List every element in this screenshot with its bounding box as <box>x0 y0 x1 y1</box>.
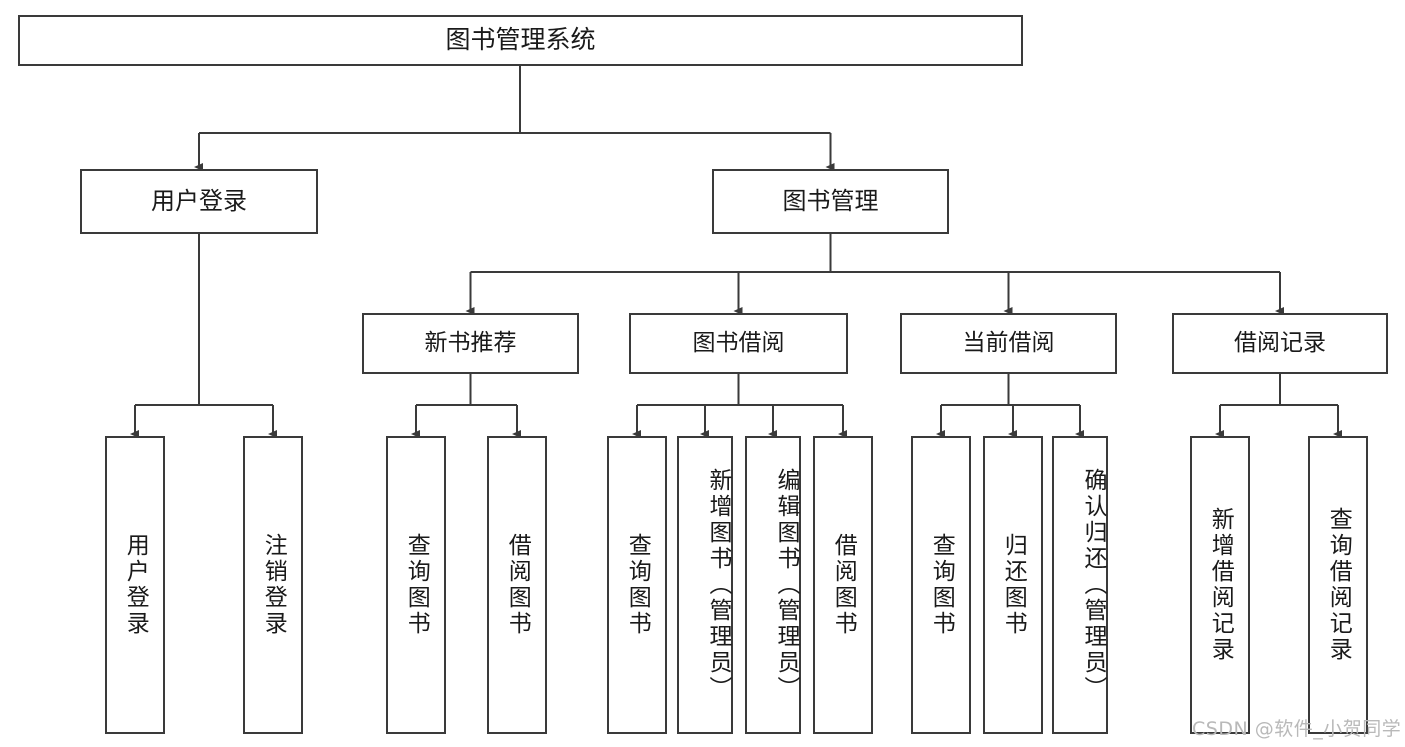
node-label: 借阅图书 <box>504 533 531 637</box>
node-label: 图书借阅 <box>692 330 785 357</box>
node-label: 查询图书 <box>928 533 955 637</box>
node-label: 借阅记录 <box>1234 330 1326 357</box>
node-label: 确认归还（管理员） <box>1080 468 1106 702</box>
node-level3-2[interactable]: 当前借阅 <box>900 313 1117 374</box>
node-leaf-11[interactable]: 新增借阅记录 <box>1190 436 1250 734</box>
node-label: 用户登录 <box>122 533 149 637</box>
node-level2-1[interactable]: 图书管理 <box>712 169 949 234</box>
node-leaf-7[interactable]: 借阅图书 <box>813 436 873 734</box>
node-leaf-9[interactable]: 归还图书 <box>983 436 1043 734</box>
node-level3-1[interactable]: 图书借阅 <box>629 313 848 374</box>
node-label: 新增图书（管理员） <box>705 468 731 702</box>
csdn-watermark: CSDN @软件_小贺同学 <box>1192 718 1402 740</box>
node-leaf-8[interactable]: 查询图书 <box>911 436 971 734</box>
node-label: 用户登录 <box>151 186 247 215</box>
node-leaf-6[interactable]: 编辑图书（管理员） <box>745 436 801 734</box>
node-label: 归还图书 <box>1000 533 1027 637</box>
node-level3-3[interactable]: 借阅记录 <box>1172 313 1388 374</box>
node-root[interactable]: 图书管理系统 <box>18 15 1023 66</box>
node-label: 新书推荐 <box>424 330 517 357</box>
node-label: 图书管理系统 <box>445 25 596 55</box>
node-label: 借阅图书 <box>830 533 857 637</box>
node-level2-0[interactable]: 用户登录 <box>80 169 318 234</box>
node-label: 查询图书 <box>403 533 430 637</box>
node-label: 图书管理 <box>782 186 879 215</box>
node-label: 注销登录 <box>260 533 287 637</box>
node-leaf-12[interactable]: 查询借阅记录 <box>1308 436 1368 734</box>
node-label: 新增借阅记录 <box>1207 507 1234 663</box>
node-leaf-5[interactable]: 新增图书（管理员） <box>677 436 733 734</box>
node-label: 当前借阅 <box>962 330 1055 357</box>
node-label: 查询图书 <box>624 533 651 637</box>
node-label: 查询借阅记录 <box>1325 507 1352 663</box>
node-leaf-10[interactable]: 确认归还（管理员） <box>1052 436 1108 734</box>
node-level3-0[interactable]: 新书推荐 <box>362 313 579 374</box>
node-leaf-1[interactable]: 注销登录 <box>243 436 303 734</box>
node-leaf-3[interactable]: 借阅图书 <box>487 436 547 734</box>
node-leaf-2[interactable]: 查询图书 <box>386 436 446 734</box>
node-leaf-4[interactable]: 查询图书 <box>607 436 667 734</box>
node-label: 编辑图书（管理员） <box>773 468 799 702</box>
node-leaf-0[interactable]: 用户登录 <box>105 436 165 734</box>
